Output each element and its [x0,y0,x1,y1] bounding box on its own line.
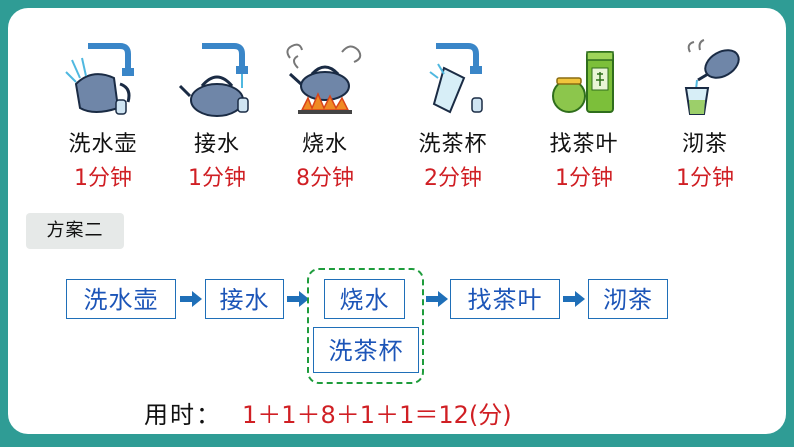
total-time: 用时： 1＋1＋8＋1＋1＝12(分) [144,395,512,430]
flow-box-make-tea: 沏茶 [588,279,668,319]
flow-box-wash-kettle: 洗水壶 [66,279,176,319]
step-time: 1分钟 [188,166,246,191]
flow-box-boil-water: 烧水 [324,279,405,319]
step-time: 8分钟 [296,166,354,191]
step-name: 沏茶 [681,132,728,157]
step-time: 2分钟 [424,166,482,191]
washing-kettle-icon [65,43,134,115]
step-name: 洗水壶 [68,132,138,157]
flow-box-wash-cup: 洗茶杯 [313,327,419,373]
arrow-right-icon [426,291,448,307]
arrow-right-icon [180,291,202,307]
step-wash-cup: 洗茶杯 2分钟 [388,38,518,192]
step-name: 洗茶杯 [418,132,488,157]
plan-label: 方案二 [26,213,124,249]
filling-kettle-icon [178,43,249,117]
step-make-tea: 沏茶 1分钟 [640,38,770,192]
step-wash-kettle: 洗水壶 1分钟 [38,38,168,192]
parallel-task-group [307,268,424,384]
washing-cup-icon [429,43,483,114]
step-time: 1分钟 [676,166,734,191]
step-name: 烧水 [301,132,348,157]
step-find-tea: 找茶叶 1分钟 [519,38,649,192]
pouring-tea-icon [684,39,740,115]
step-time: 1分钟 [555,166,613,191]
flow-box-fill-water: 接水 [205,279,284,319]
step-time: 1分钟 [74,166,132,191]
total-label: 用时： [144,401,222,429]
step-boil-water: 烧水 8分钟 [260,38,390,192]
step-fill-water: 接水 1分钟 [152,38,282,192]
tea-leaves-jar-icon [552,51,614,113]
arrow-right-icon [287,291,309,307]
total-expression: 1＋1＋8＋1＋1＝12(分) [242,401,512,429]
step-name: 找茶叶 [549,132,619,157]
arrow-right-icon [563,291,585,307]
footer-bar [0,434,794,447]
flow-box-find-tea: 找茶叶 [450,279,560,319]
boiling-kettle-icon [286,43,362,114]
step-name: 接水 [193,132,240,157]
